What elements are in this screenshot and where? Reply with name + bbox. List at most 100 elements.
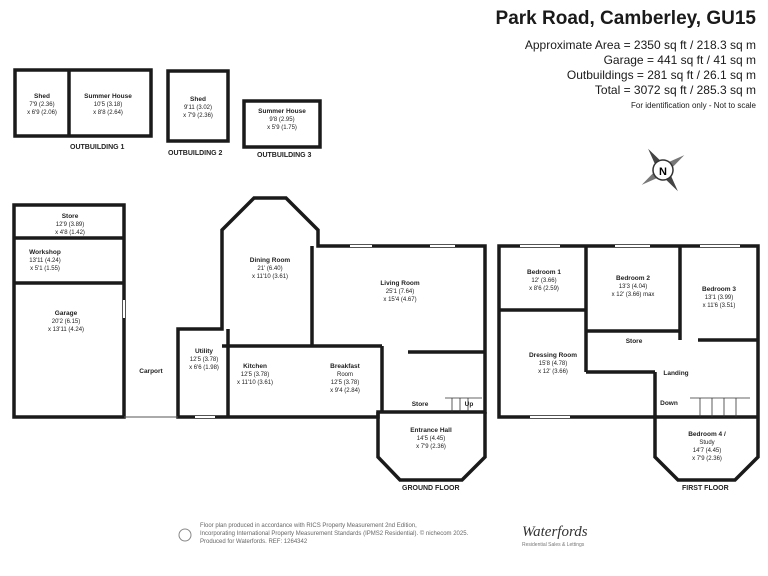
room-label-landing: Landing bbox=[663, 370, 688, 377]
room-dimension: 9'11 (3.02) bbox=[184, 105, 212, 111]
room-dimension: 12'5 (3.78) bbox=[190, 357, 219, 363]
room-name: Living Room bbox=[380, 280, 420, 287]
room-dimension: 21' (6.40) bbox=[257, 266, 282, 272]
room-dimension: 25'1 (7.64) bbox=[386, 289, 415, 295]
room-dimension: x 12' (3.66) max bbox=[612, 292, 655, 298]
room-dimension: 12'9 (3.89) bbox=[56, 222, 85, 228]
room-dimension: x 7'9 (2.36) bbox=[416, 444, 446, 450]
room-name: Garage bbox=[55, 310, 78, 317]
room-dimension: x 5'9 (1.75) bbox=[267, 125, 297, 131]
room-name: Down bbox=[660, 400, 678, 407]
room-dimension: 14'7 (4.45) bbox=[693, 448, 722, 454]
room-dimension: x 6'9 (2.06) bbox=[27, 110, 57, 116]
room-dimension: 14'5 (4.45) bbox=[417, 436, 446, 442]
room-dimension: 13'1 (3.99) bbox=[705, 295, 734, 301]
compass-icon bbox=[641, 148, 685, 192]
room-name: Bedroom 1 bbox=[527, 269, 561, 276]
room-dimension: x 11'10 (3.61) bbox=[237, 380, 273, 386]
footer-text: Floor plan produced in accordance with R… bbox=[200, 522, 520, 546]
scale-note: For identification only - Not to scale bbox=[631, 101, 756, 110]
room-dimension: x 9'4 (2.84) bbox=[330, 388, 360, 394]
room-label-garage: Garage 20'2 (6.15) x 13'11 (4.24) bbox=[48, 310, 84, 333]
brand-tagline: Residential Sales & Lettings bbox=[522, 542, 585, 548]
room-dimension: x 12' (3.66) bbox=[538, 369, 568, 375]
room-dimension: 15'8 (4.78) bbox=[539, 361, 568, 367]
caption-outbuilding-3: OUTBUILDING 3 bbox=[257, 152, 312, 159]
room-label-ob3_summer: Summer House 9'8 (2.95) x 5'9 (1.75) bbox=[258, 108, 306, 131]
room-label-store_ff: Store bbox=[626, 338, 643, 345]
room-dimension: x 4'8 (1.42) bbox=[55, 230, 85, 236]
room-dimension: 12' (3.66) bbox=[531, 278, 556, 284]
footer-line: Floor plan produced in accordance with R… bbox=[200, 523, 417, 529]
room-name: Summer House bbox=[258, 108, 306, 115]
caption-outbuilding-1: OUTBUILDING 1 bbox=[70, 144, 125, 151]
room-dimension: x 7'9 (2.36) bbox=[183, 113, 213, 119]
room-name: Bedroom 4 / bbox=[688, 431, 726, 438]
room-name: Store bbox=[62, 213, 79, 220]
room-dimension: 12'5 (3.78) bbox=[241, 372, 270, 378]
walls bbox=[12, 68, 760, 482]
room-dimension: x 5'1 (1.55) bbox=[30, 266, 60, 272]
room-name: Summer House bbox=[84, 93, 132, 100]
caption-ground-floor: GROUND FLOOR bbox=[402, 485, 460, 492]
room-label-store_gf: Store 12'9 (3.89) x 4'8 (1.42) bbox=[55, 213, 85, 236]
room-label-ob2_shed: Shed 9'11 (3.02) x 7'9 (2.36) bbox=[183, 96, 213, 119]
address-title: Park Road, Camberley, GU15 bbox=[495, 8, 756, 29]
room-name: Bedroom 3 bbox=[702, 286, 736, 293]
room-dimension: 9'8 (2.95) bbox=[269, 117, 294, 123]
caption-outbuilding-2: OUTBUILDING 2 bbox=[168, 150, 223, 157]
outbuilding-2-outline bbox=[166, 69, 230, 143]
room-dimension: x 7'9 (2.36) bbox=[692, 456, 722, 462]
info-icon bbox=[178, 528, 192, 542]
staircase bbox=[445, 397, 750, 417]
room-dimension: x 8'6 (2.59) bbox=[529, 286, 559, 292]
room-name: Dressing Room bbox=[529, 352, 577, 359]
outbuilding-1-outline bbox=[13, 68, 153, 138]
room-label-bed1: Bedroom 1 12' (3.66) x 8'6 (2.59) bbox=[527, 269, 561, 292]
approx-area: Approximate Area = 2350 sq ft / 218.3 sq… bbox=[524, 38, 756, 52]
room-label-bed2: Bedroom 2 13'3 (4.04) x 12' (3.66) max bbox=[612, 275, 655, 298]
room-dimension: x 11'6 (3.51) bbox=[703, 303, 736, 309]
room-name: Shed bbox=[190, 96, 206, 103]
entrance-bay bbox=[376, 412, 487, 482]
footer-line: Produced for Waterfords. REF: 1264342 bbox=[200, 539, 308, 545]
room-label-bed3: Bedroom 3 13'1 (3.99) x 11'6 (3.51) bbox=[702, 286, 736, 309]
room-dimension: Study bbox=[699, 440, 714, 446]
room-name: Kitchen bbox=[243, 363, 267, 370]
room-dimension: x 15'4 (4.67) bbox=[383, 297, 416, 303]
room-name: Bedroom 2 bbox=[616, 275, 650, 282]
room-label-dressing: Dressing Room 15'8 (4.78) x 12' (3.66) bbox=[529, 352, 577, 375]
caption-first-floor: FIRST FLOOR bbox=[682, 485, 729, 492]
room-name: Utility bbox=[195, 348, 213, 355]
room-dimension: Room bbox=[337, 372, 353, 378]
room-label-utility: Utility 12'5 (3.78) x 6'6 (1.98) bbox=[189, 348, 219, 371]
room-name: Store bbox=[412, 401, 429, 408]
room-dimension: x 6'6 (1.98) bbox=[189, 365, 219, 371]
room-label-carport: Carport bbox=[139, 368, 163, 375]
room-name: Up bbox=[465, 401, 474, 408]
brand-logo: Waterfords bbox=[522, 524, 588, 540]
outbuildings-area: Outbuildings = 281 sq ft / 26.1 sq m bbox=[566, 68, 756, 82]
room-label-dining: Dining Room 21' (6.40) x 11'10 (3.61) bbox=[250, 257, 291, 280]
room-name: Landing bbox=[663, 370, 688, 377]
room-name: Workshop bbox=[29, 249, 61, 256]
footer-line: Incorporating International Property Mea… bbox=[200, 531, 469, 537]
room-label-living: Living Room 25'1 (7.64) x 15'4 (4.67) bbox=[380, 280, 420, 303]
room-dimension: x 13'11 (4.24) bbox=[48, 327, 84, 333]
room-name: Shed bbox=[34, 93, 50, 100]
room-dimension: 13'3 (4.04) bbox=[619, 284, 648, 290]
room-name: Store bbox=[626, 338, 643, 345]
room-name: Breakfast bbox=[330, 363, 360, 370]
room-dimension: 20'2 (6.15) bbox=[52, 319, 81, 325]
room-dimension: x 11'10 (3.61) bbox=[252, 274, 288, 280]
room-label-bed4: Bedroom 4 / Study 14'7 (4.45) x 7'9 (2.36) bbox=[688, 431, 726, 462]
room-label-store_hall: Store bbox=[412, 401, 429, 408]
room-name: Dining Room bbox=[250, 257, 291, 264]
windows bbox=[123, 245, 740, 418]
room-dimension: 13'11 (4.24) bbox=[29, 258, 60, 264]
